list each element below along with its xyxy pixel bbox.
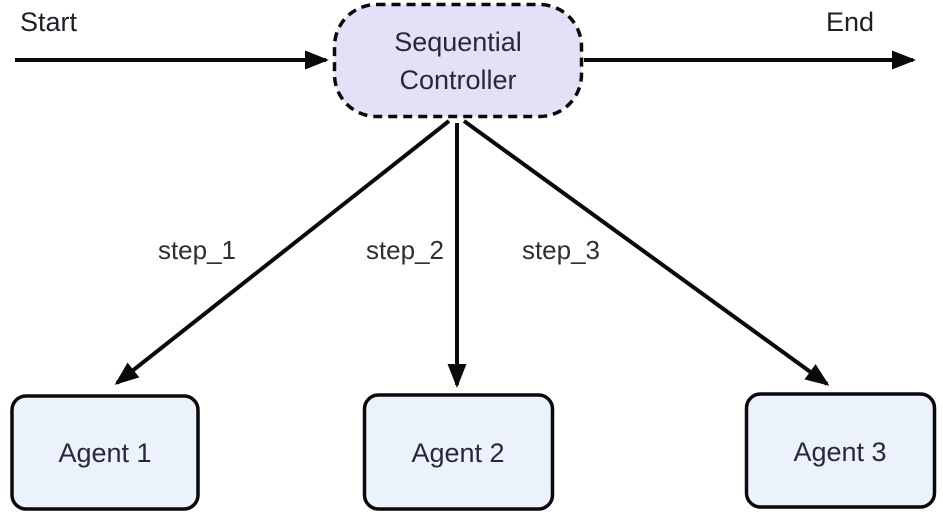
controller-shape: [332, 2, 584, 119]
controller-node: Sequential Controller: [332, 2, 584, 119]
agent-3-shape: [744, 392, 937, 509]
agent-1-shape: [10, 394, 200, 511]
agent-2-shape: [362, 393, 555, 511]
agent-1-label: Agent 1: [58, 438, 151, 468]
start-label: Start: [20, 7, 78, 37]
agent-3-node: Agent 3: [744, 392, 937, 509]
edge-label-step-2: step_2: [366, 235, 444, 265]
edge-label-step-3: step_3: [522, 235, 600, 265]
controller-label-line2: Controller: [399, 65, 516, 95]
agent-1-node: Agent 1: [10, 394, 200, 511]
edge-step-1: [114, 119, 451, 385]
agent-3-label: Agent 3: [793, 437, 886, 467]
edge-step-3: [462, 119, 830, 386]
agent-2-node: Agent 2: [362, 393, 555, 511]
agent-2-label: Agent 2: [411, 438, 504, 468]
edge-label-step-1: step_1: [158, 235, 236, 265]
controller-label-line1: Sequential: [394, 27, 522, 57]
end-label: End: [826, 7, 874, 37]
